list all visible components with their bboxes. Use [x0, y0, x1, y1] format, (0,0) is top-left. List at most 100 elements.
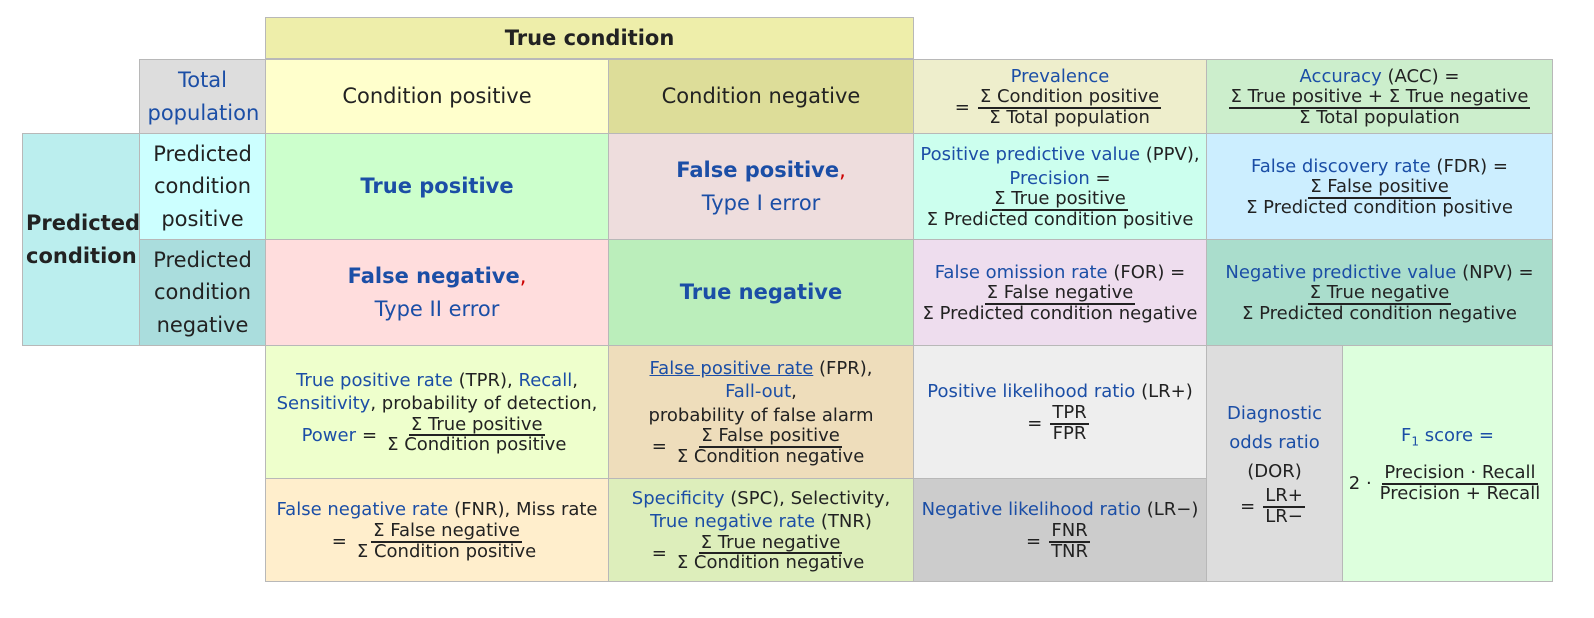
power-equals: =: [362, 424, 378, 446]
npv-denominator: Σ Predicted condition negative: [1242, 303, 1517, 325]
true-positive-label[interactable]: True positive: [360, 174, 514, 199]
dor-equals: =: [1240, 495, 1256, 517]
predicted-negative-header: Predicted condition negative: [139, 239, 266, 346]
accuracy-denominator: Σ Total population: [1299, 107, 1460, 129]
for-abbr: (FOR) =: [1113, 261, 1186, 283]
tpr-link[interactable]: True positive rate: [296, 369, 453, 391]
sensitivity-link[interactable]: Sensitivity: [276, 393, 371, 415]
dor-numerator: LR+: [1263, 484, 1305, 508]
fdr-link[interactable]: False discovery rate: [1251, 155, 1431, 177]
npv-numerator: Σ True negative: [1307, 282, 1452, 306]
spc-cell: Specificity (SPC), Selectivity, True neg…: [608, 478, 914, 582]
lr-plus-denominator: FPR: [1052, 422, 1087, 444]
condition-negative-label: Condition negative: [661, 84, 861, 109]
total-population-cell: Total population: [139, 59, 266, 134]
fnr-denominator: Σ Condition positive: [356, 540, 537, 562]
fnr-equals: =: [331, 530, 347, 552]
lr-plus-equals: =: [1027, 412, 1043, 434]
recall-link[interactable]: Recall: [518, 369, 573, 391]
ppv-equals: =: [1095, 167, 1111, 189]
for-numerator: Σ False negative: [984, 282, 1136, 306]
lr-plus-fraction: TPR FPR: [1050, 401, 1089, 444]
accuracy-link[interactable]: Accuracy: [1299, 65, 1382, 87]
condition-positive-header: Condition positive: [265, 59, 609, 134]
fdr-fraction: Σ False positive Σ Predicted condition p…: [1244, 176, 1515, 218]
tpr-denominator: Σ Condition positive: [387, 434, 567, 456]
fpr-cell: False positive rate (FPR), Fall-out, pro…: [608, 345, 914, 479]
fnr-link[interactable]: False negative rate: [276, 499, 449, 521]
true-negative-label[interactable]: True negative: [679, 280, 843, 305]
predicted-condition-header: Predicted condition: [22, 133, 140, 346]
predicted-negative-label: Predicted condition negative: [153, 247, 252, 337]
recall-comma: ,: [572, 369, 578, 391]
spc-link[interactable]: Specificity: [631, 487, 725, 509]
fallout-comma: ,: [791, 381, 797, 403]
npv-link[interactable]: Negative predictive value: [1225, 261, 1457, 283]
ppv-denominator: Σ Predicted condition positive: [926, 208, 1194, 230]
lr-minus-fraction: FNR TNR: [1049, 521, 1090, 562]
dor-link-2[interactable]: odds ratio: [1229, 432, 1320, 454]
fdr-abbr: (FDR) =: [1436, 155, 1508, 177]
prevalence-numerator: Σ Condition positive: [977, 86, 1162, 110]
fdr-numerator: Σ False positive: [1308, 176, 1451, 200]
power-link[interactable]: Power: [301, 424, 356, 446]
tpr-numerator: Σ True positive: [408, 413, 545, 437]
lr-minus-equals: =: [1025, 530, 1042, 552]
fdr-cell: False discovery rate (FDR) = Σ False pos…: [1206, 133, 1553, 240]
f1-label: F: [1401, 424, 1412, 446]
prevalence-link[interactable]: Prevalence: [1010, 65, 1110, 87]
precision-link[interactable]: Precision: [1009, 167, 1090, 189]
accuracy-cell: Accuracy (ACC) = Σ True positive + Σ Tru…: [1206, 59, 1553, 134]
ppv-fraction: Σ True positive Σ Predicted condition po…: [925, 189, 1196, 230]
f1-numerator: Precision · Recall: [1382, 461, 1538, 485]
f1-link[interactable]: F1 score =: [1401, 424, 1494, 449]
for-link[interactable]: False omission rate: [934, 261, 1108, 283]
fnr-abbr: (FNR), Miss rate: [454, 499, 598, 521]
fnr-fraction: Σ False negative Σ Condition positive: [355, 519, 538, 562]
spc-numerator: Σ True negative: [698, 531, 843, 555]
tpr-rest: , probability of detection,: [370, 393, 598, 415]
lr-plus-numerator: TPR: [1050, 401, 1089, 425]
true-condition-header: True condition: [265, 17, 914, 59]
fnr-numerator: Σ False negative: [371, 519, 522, 543]
lr-plus-link[interactable]: Positive likelihood ratio: [927, 381, 1136, 403]
ppv-link[interactable]: Positive predictive value: [920, 144, 1141, 166]
dor-denominator: LR−: [1265, 505, 1303, 527]
fpr-link[interactable]: False positive rate: [649, 358, 814, 380]
fallout-link[interactable]: Fall-out: [725, 381, 792, 403]
f1-fraction: Precision · Recall Precision + Recall: [1378, 461, 1543, 504]
npv-fraction: Σ True negative Σ Predicted condition ne…: [1240, 282, 1519, 325]
tnr-link[interactable]: True negative rate: [650, 511, 816, 533]
fpr-equals: =: [651, 436, 667, 458]
condition-negative-header: Condition negative: [608, 59, 914, 134]
lr-plus-cell: Positive likelihood ratio (LR+) = TPR FP…: [913, 345, 1207, 479]
tpr-fraction: Σ True positive Σ Condition positive: [385, 413, 568, 456]
predicted-positive-header: Predicted condition positive: [139, 133, 266, 240]
type1-error-link[interactable]: Type I error: [701, 190, 821, 215]
tnr-abbr: (TNR): [820, 511, 872, 533]
lr-minus-link[interactable]: Negative likelihood ratio: [921, 499, 1142, 521]
type2-error-link[interactable]: Type II error: [374, 296, 500, 321]
false-positive-label[interactable]: False positive: [676, 157, 840, 182]
ppv-abbr: (PPV),: [1145, 144, 1200, 166]
prevalence-fraction: Σ Condition positive Σ Total population: [977, 86, 1162, 128]
ppv-cell: Positive predictive value (PPV), Precisi…: [913, 133, 1207, 240]
false-negative-label[interactable]: False negative: [347, 263, 520, 288]
dor-link-1[interactable]: Diagnostic: [1226, 403, 1323, 425]
fpr-fraction: Σ False positive Σ Condition negative: [675, 425, 866, 467]
false-positive-cell: False positive, Type I error: [608, 133, 914, 240]
tpr-abbr: (TPR),: [458, 369, 513, 391]
f1-label-rest: score =: [1419, 424, 1494, 446]
for-fraction: Σ False negative Σ Predicted condition n…: [921, 282, 1200, 324]
fpr-numerator: Σ False positive: [699, 425, 842, 449]
lr-minus-cell: Negative likelihood ratio (LR−) = FNR TN…: [913, 478, 1207, 582]
spc-abbr: (SPC), Selectivity,: [730, 487, 891, 509]
total-population-link[interactable]: Total population: [147, 67, 260, 125]
true-positive-cell: True positive: [265, 133, 609, 240]
dor-fraction: LR+ LR−: [1263, 484, 1305, 527]
for-cell: False omission rate (FOR) = Σ False nega…: [913, 239, 1207, 346]
f1-denominator: Precision + Recall: [1379, 482, 1541, 504]
dor-abbr: (DOR): [1247, 461, 1302, 482]
false-positive-comma: ,: [839, 157, 846, 182]
fnr-cell: False negative rate (FNR), Miss rate = Σ…: [265, 478, 609, 582]
